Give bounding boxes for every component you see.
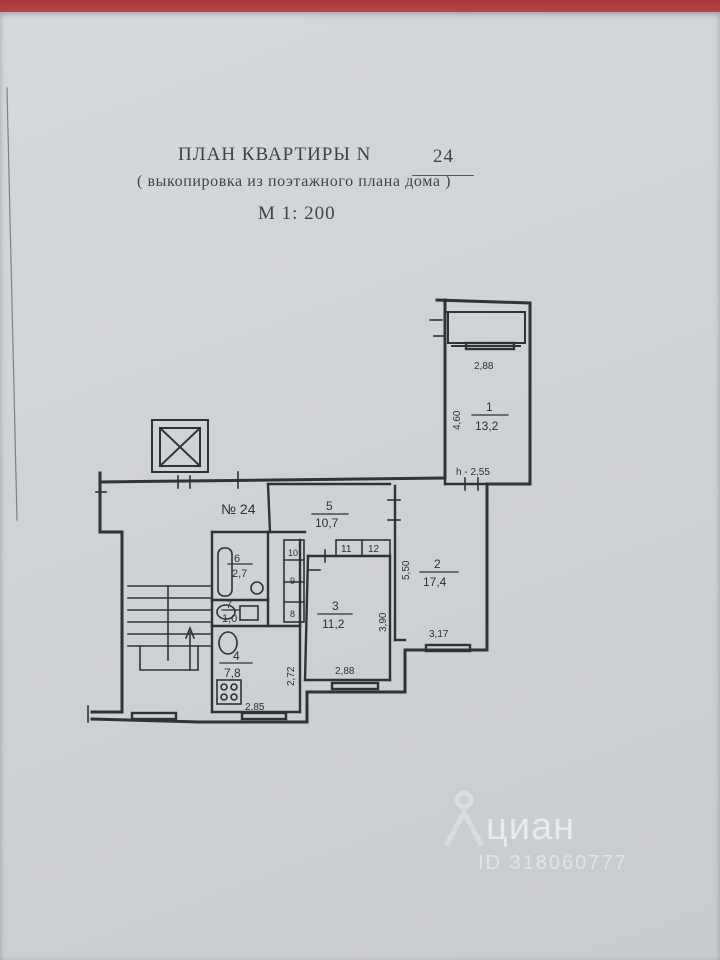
plan-subtitle: ( выкопировка из поэтажного плана дома ) <box>137 173 452 190</box>
ceiling-height: h - 2,55 <box>456 467 490 478</box>
room-2-number: 2 <box>434 557 441 571</box>
watermark-brand: циан <box>486 806 576 848</box>
room-7-area: 1,0 <box>222 613 237 625</box>
staircase <box>127 585 211 671</box>
room-6-number: 6 <box>234 553 240 565</box>
balcony <box>444 311 526 347</box>
closet-12: 12 <box>368 544 380 555</box>
room-3-length: 3,90 <box>378 612 389 632</box>
room-3-width: 2,88 <box>335 666 355 677</box>
closet-11: 11 <box>341 544 352 555</box>
room-4-length: 2,72 <box>286 666 297 686</box>
room-6-area: 2,7 <box>232 568 247 580</box>
interior-walls <box>210 476 489 714</box>
area-fraction-bars <box>219 414 509 664</box>
room-5-number: 5 <box>326 499 333 513</box>
elevator-shaft <box>151 419 209 473</box>
outer-walls <box>90 298 532 724</box>
room-2-length: 5,50 <box>401 560 412 580</box>
closet-10: 10 <box>288 548 298 558</box>
door-marks <box>87 319 479 723</box>
room-4-number: 4 <box>233 649 240 663</box>
room-3-number: 3 <box>332 599 339 613</box>
apartment-number: 24 <box>433 146 454 167</box>
room-4-width: 2,85 <box>245 702 265 713</box>
room-1-number: 1 <box>486 400 493 414</box>
apartment-label: № 24 <box>221 501 256 517</box>
room-2-width: 3,17 <box>429 629 449 640</box>
bathroom-fixtures <box>216 547 264 705</box>
room-1-length: 4,60 <box>452 410 463 430</box>
closets <box>283 539 391 623</box>
apartment-number-underline <box>412 175 474 176</box>
room-2-area: 17,4 <box>423 575 447 589</box>
watermark-id: ID 318060777 <box>478 852 628 874</box>
room-5-area: 10,7 <box>315 516 339 530</box>
room-7-number: 7 <box>226 599 232 611</box>
room-1-width: 2,88 <box>474 361 494 372</box>
windows <box>130 341 516 721</box>
room-3-area: 11,2 <box>322 617 345 631</box>
room-4-area: 7,8 <box>224 666 241 680</box>
plan-title: ПЛАН КВАРТИРЫ N <box>178 144 372 165</box>
room-1-area: 13,2 <box>475 419 499 433</box>
paper-sheet <box>0 12 720 960</box>
closet-8: 8 <box>290 609 295 619</box>
cian-logo-icon <box>443 790 485 848</box>
closet-9: 9 <box>290 576 295 586</box>
plan-scale: М 1: 200 <box>258 203 336 224</box>
margin-line <box>6 87 18 521</box>
